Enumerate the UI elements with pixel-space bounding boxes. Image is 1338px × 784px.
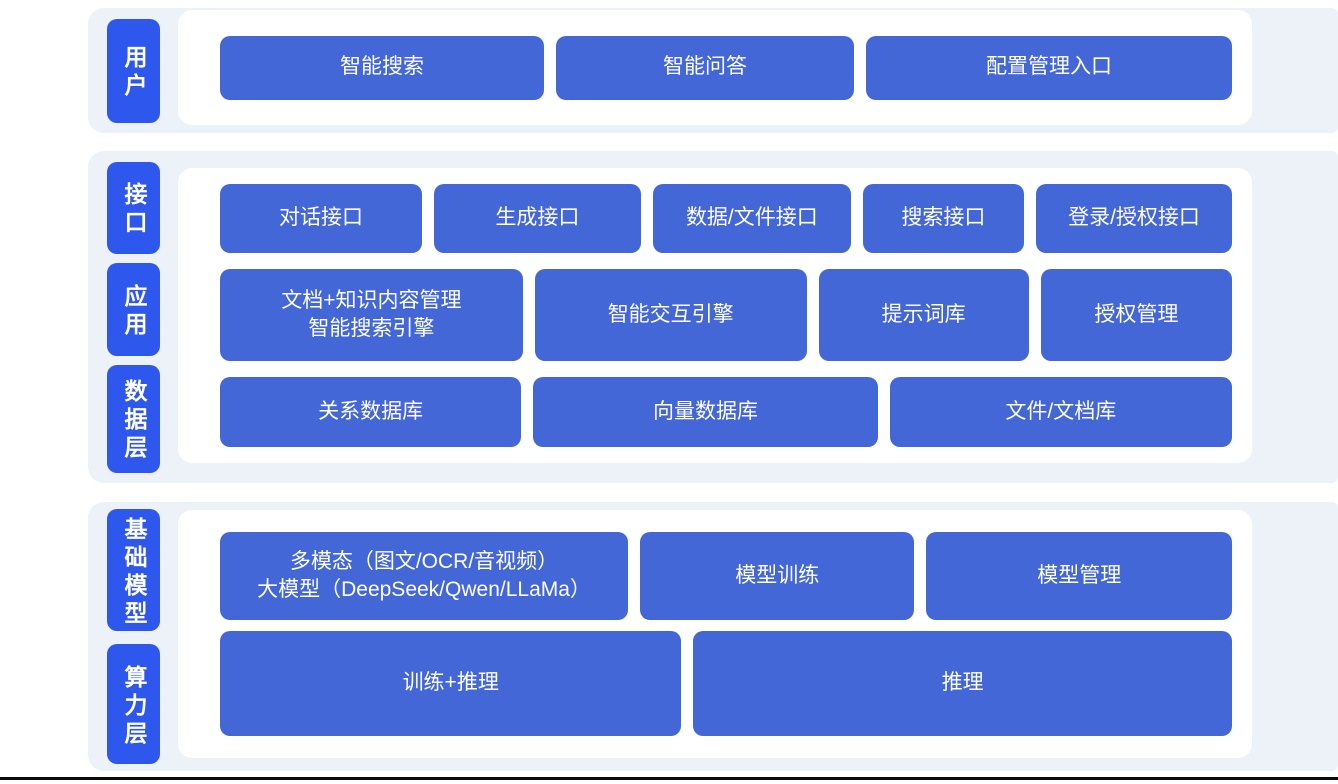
bottom-divider-line xyxy=(0,777,1338,780)
layer-label-user-text: 用户 xyxy=(121,45,147,101)
layer-label-user: 用户 xyxy=(107,18,160,123)
node-generation-api: 生成接口 xyxy=(433,184,641,253)
node-login-auth-api: 登录/授权接口 xyxy=(1036,184,1232,253)
node-multimodal-llm: 多模态（图文/OCR/音视频） 大模型（DeepSeek/Qwen/LLaMa） xyxy=(220,532,629,620)
node-vector-database: 向量数据库 xyxy=(533,377,878,447)
middle-layers-label-column: 接口 应用 数据层 xyxy=(107,151,160,483)
layer-label-compute: 算力层 xyxy=(107,644,160,764)
node-smart-qa: 智能问答 xyxy=(556,35,854,100)
node-config-management-entry: 配置管理入口 xyxy=(866,35,1232,100)
node-model-management: 模型管理 xyxy=(926,532,1232,620)
foundation-compute-band: 基础模型 算力层 多模态（图文/OCR/音视频） 大模型（DeepSeek/Qw… xyxy=(88,502,1338,771)
layer-label-application-text: 应用 xyxy=(121,283,147,340)
foundation-model-row: 多模态（图文/OCR/音视频） 大模型（DeepSeek/Qwen/LLaMa）… xyxy=(220,532,1232,620)
user-layer-band: 用户 智能搜索 智能问答 配置管理入口 xyxy=(88,8,1338,133)
compute-row: 训练+推理 推理 xyxy=(220,631,1232,736)
node-prompt-library: 提示词库 xyxy=(818,269,1029,361)
node-doc-knowledge-search-engine: 文档+知识内容管理 智能搜索引擎 xyxy=(220,269,523,361)
foundation-compute-panel: 多模态（图文/OCR/音视频） 大模型（DeepSeek/Qwen/LLaMa）… xyxy=(178,510,1252,758)
middle-layers-band: 接口 应用 数据层 对话接口 生成接口 数据/文件接口 搜索接口 登录/授权接口… xyxy=(88,151,1338,483)
node-smart-search: 智能搜索 xyxy=(220,35,544,100)
node-file-document-store: 文件/文档库 xyxy=(889,377,1232,447)
user-layer-panel: 智能搜索 智能问答 配置管理入口 xyxy=(178,10,1252,125)
node-smart-interaction-engine: 智能交互引擎 xyxy=(534,269,807,361)
user-layer-row: 智能搜索 智能问答 配置管理入口 xyxy=(220,35,1232,100)
node-data-file-api: 数据/文件接口 xyxy=(652,184,851,253)
node-training-inference: 训练+推理 xyxy=(220,631,682,736)
node-relational-database: 关系数据库 xyxy=(220,377,522,447)
layer-label-foundation-model: 基础模型 xyxy=(107,509,160,631)
layer-label-data: 数据层 xyxy=(107,364,160,473)
layer-label-interface: 接口 xyxy=(107,161,160,254)
interface-row: 对话接口 生成接口 数据/文件接口 搜索接口 登录/授权接口 xyxy=(220,184,1232,253)
node-inference: 推理 xyxy=(693,631,1232,736)
application-row: 文档+知识内容管理 智能搜索引擎 智能交互引擎 提示词库 授权管理 xyxy=(220,269,1232,361)
data-row: 关系数据库 向量数据库 文件/文档库 xyxy=(220,377,1232,447)
node-model-training: 模型训练 xyxy=(640,532,915,620)
layer-label-application: 应用 xyxy=(107,262,160,356)
node-authorization-management: 授权管理 xyxy=(1040,269,1232,361)
node-dialog-api: 对话接口 xyxy=(220,184,422,253)
node-search-api: 搜索接口 xyxy=(862,184,1025,253)
layer-label-data-text: 数据层 xyxy=(121,379,147,463)
user-layer-label-column: 用户 xyxy=(107,8,160,133)
layer-label-compute-text: 算力层 xyxy=(121,664,147,749)
middle-layers-panel: 对话接口 生成接口 数据/文件接口 搜索接口 登录/授权接口 文档+知识内容管理… xyxy=(178,168,1252,463)
layer-label-interface-text: 接口 xyxy=(121,182,147,238)
layer-label-foundation-model-text: 基础模型 xyxy=(121,516,147,629)
foundation-compute-label-column: 基础模型 算力层 xyxy=(107,502,160,771)
